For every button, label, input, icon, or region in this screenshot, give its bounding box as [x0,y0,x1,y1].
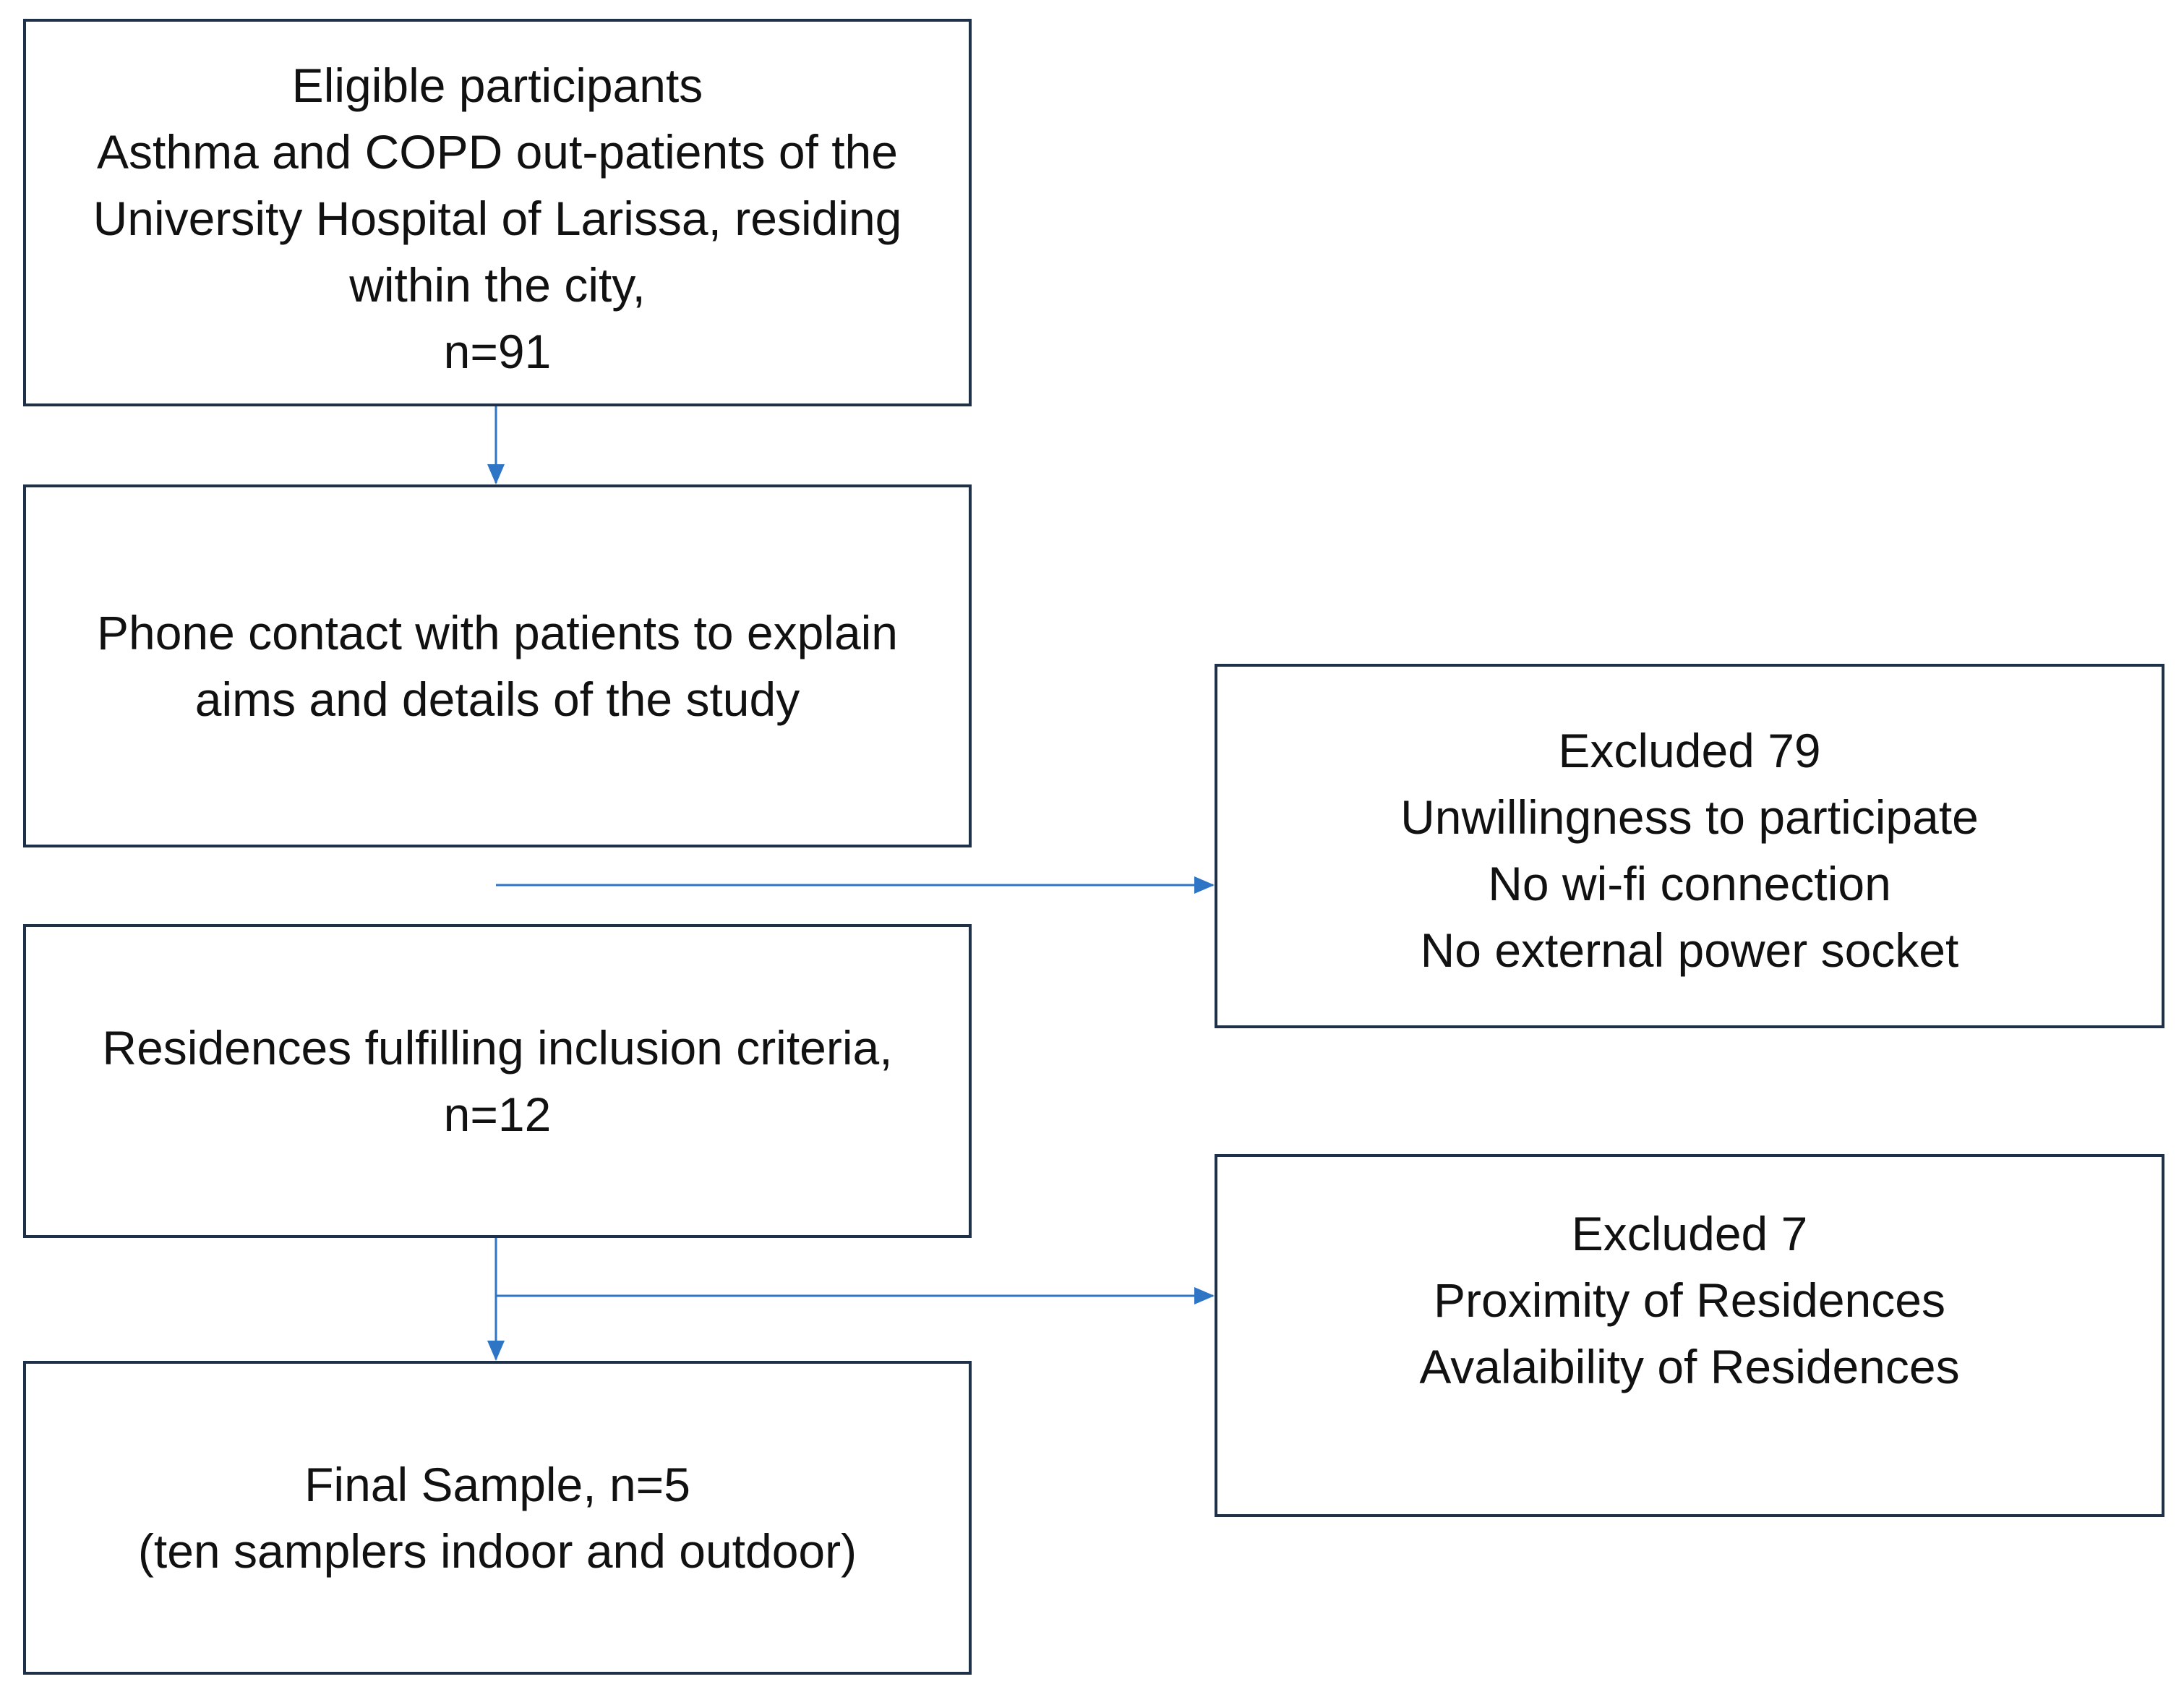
excluded-79-box: Excluded 79 Unwillingness to participate… [1215,664,2164,1028]
excluded-7-box: Excluded 7 Proximity of Residences Avala… [1215,1154,2164,1517]
phone-contact-line-2: aims and details of the study [194,672,800,726]
excluded-79-line-3: No wi-fi connection [1488,857,1891,910]
phone-contact-line-1: Phone contact with patients to explain [96,606,899,659]
final-sample-line-1: Final Sample, n=5 [304,1458,690,1511]
inclusion-criteria-box: Residences fulfilling inclusion criteria… [23,924,972,1238]
excluded-7-line-2: Proximity of Residences [1434,1273,1945,1327]
excluded-79-line-1: Excluded 79 [1558,724,1821,777]
final-sample-line-2: (ten samplers indoor and outdoor) [137,1524,857,1578]
excluded-7-line-1: Excluded 7 [1571,1207,1808,1260]
eligible-line-2: Asthma and COPD out-patients of the [97,125,898,179]
inclusion-line-1: Residences fulfilling inclusion criteria… [102,1021,893,1075]
excluded-7-line-3: Avalaibility of Residences [1419,1340,1960,1393]
eligible-participants-box: Eligible participants Asthma and COPD ou… [23,19,972,406]
eligible-line-4: within the city, [349,258,646,312]
phone-contact-box: Phone contact with patients to explain a… [23,484,972,847]
final-sample-box: Final Sample, n=5 (ten samplers indoor a… [23,1361,972,1675]
excluded-79-line-4: No external power socket [1420,923,1959,977]
eligible-line-3: University Hospital of Larissa, residing [93,192,902,245]
eligible-line-5: n=91 [443,325,552,378]
inclusion-line-2: n=12 [443,1088,552,1141]
excluded-79-line-2: Unwillingness to participate [1400,790,1979,844]
eligible-line-1: Eligible participants [291,59,703,112]
